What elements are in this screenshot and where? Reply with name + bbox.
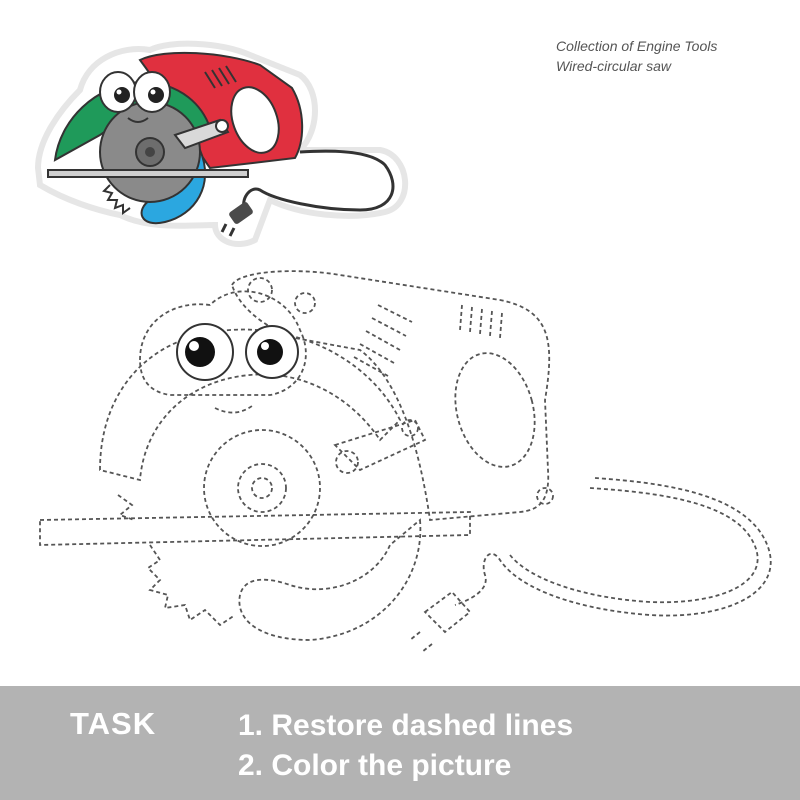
dashed-guard [99,328,402,482]
dashed-vents-left [353,304,413,377]
colored-plug [220,202,253,237]
colored-saw-illustration [34,40,409,247]
caption: Collection of Engine Tools Wired-circula… [556,36,717,76]
dashed-handle-hole [454,352,536,468]
colored-cord [242,149,395,212]
colored-smile [127,117,149,123]
colored-handle-hole [230,86,280,154]
dashed-arm [333,418,427,472]
colored-base-plate [47,169,249,178]
caption-title: Wired-circular saw [556,58,672,74]
dashed-cord-inner [509,487,759,604]
dashed-cord [454,477,772,617]
dashed-vents-right [459,304,503,339]
dashed-arm-pivot [335,450,359,474]
dashed-head [139,290,307,396]
caption-collection: Collection of Engine Tools [556,38,718,54]
dashed-body [231,270,551,521]
dashed-blade-disc [203,429,321,547]
task-bar [0,686,800,800]
dashed-button [536,487,554,505]
task-step-2: 2. Color the picture [238,749,512,782]
task-label: TASK [70,706,157,741]
colored-eyes [99,71,171,113]
dashed-blade-teeth [146,544,236,627]
dashed-knob-2 [294,292,316,314]
task-step-1: 1. Restore dashed lines [238,709,574,742]
colored-vents [204,65,237,89]
dashed-blade-center [251,477,273,499]
tracing-eyes [176,323,299,381]
dashed-saw-outline [39,270,772,653]
dashed-mouth [214,405,253,414]
dashed-blade-hub [237,463,287,513]
dashed-base-plate [39,511,471,546]
colored-arm [173,118,230,150]
dashed-arm-knob [401,419,419,437]
dashed-lower-guard [238,518,422,641]
dashed-knob [247,277,273,303]
dashed-blade-teeth-top [117,494,135,521]
artwork [34,40,772,653]
dashed-plug [409,590,472,653]
task-steps: 1. Restore dashed lines 2. Color the pic… [238,706,573,786]
